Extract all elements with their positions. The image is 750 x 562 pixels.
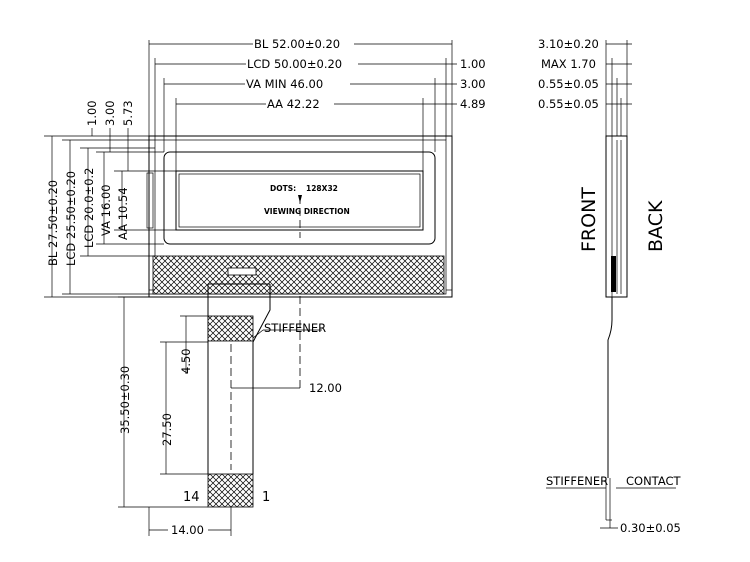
connector-slot <box>227 267 257 276</box>
back-label: BACK <box>645 200 667 252</box>
side-fpc <box>607 297 613 478</box>
dim-fpc-length: 27.50 <box>160 413 174 446</box>
dim-lcd-width: LCD 50.00±0.20 <box>247 57 342 71</box>
side-outline <box>605 135 628 298</box>
pin-14-label: 14 <box>183 490 200 505</box>
viewing-area <box>163 151 436 245</box>
contact-hatch <box>207 473 254 508</box>
dim-thickness: 3.10±0.20 <box>538 37 599 51</box>
active-area-outer <box>175 170 424 231</box>
dim-offset-va: 3.00 <box>460 77 486 91</box>
left-dimensions: BL 27.50±0.20 LCD 25.50±0.20 LCD 20.0±0.… <box>44 100 342 537</box>
dim-bl-width: BL 52.00±0.20 <box>254 37 340 51</box>
stiffener-hatch <box>207 315 254 342</box>
backlight-outline <box>148 135 453 298</box>
top-dimensions: BL 52.00±0.20 LCD 50.00±0.20 1.00 VA MIN… <box>148 37 486 171</box>
dim-top-va: 3.00 <box>103 100 117 126</box>
dim-lcd-height: LCD 25.50±0.20 <box>64 171 78 266</box>
dim-aa-width: AA 42.22 <box>267 97 320 111</box>
dim-va-width: VA MIN 46.00 <box>246 77 323 91</box>
glass-ledge-hatch <box>152 255 445 295</box>
side-tab <box>146 172 154 229</box>
dim-max: MAX 1.70 <box>541 57 596 71</box>
dim-bl-height: BL 27.50±0.20 <box>46 180 60 266</box>
dim-offset-aa: 4.89 <box>460 97 486 111</box>
dim-va-height: VA 16.00 <box>99 184 113 236</box>
dim-fpc-thickness: 0.30±0.05 <box>620 521 681 535</box>
dots-value: 128X32 <box>306 184 338 193</box>
dim-offset-lcd: 1.00 <box>460 57 486 71</box>
contact-label: CONTACT <box>626 474 682 488</box>
dim-lcd-inner: LCD 20.0±0.2 <box>82 168 96 248</box>
side-connector <box>611 256 616 292</box>
dim-aa-height: AA 10.54 <box>116 187 130 240</box>
dim-glass1: 0.55±0.05 <box>538 77 599 91</box>
dim-glass2: 0.55±0.05 <box>538 97 599 111</box>
front-view: DOTS: 128X32 VIEWING DIRECTION STIFFENER… <box>146 135 453 508</box>
viewing-direction: VIEWING DIRECTION <box>264 207 350 216</box>
stiffener-label: STIFFENER <box>264 321 326 335</box>
active-area-inner <box>178 173 421 228</box>
fpc-tail <box>207 283 271 474</box>
dim-fpc-width: 14.00 <box>171 523 204 537</box>
dots-label: DOTS: <box>270 184 296 193</box>
view-arrow <box>298 195 302 203</box>
side-view: 3.10±0.20 MAX 1.70 0.55±0.05 0.55±0.05 F… <box>538 37 682 535</box>
dim-top-lcd: 1.00 <box>85 100 99 126</box>
dim-top-aa: 5.73 <box>121 100 135 126</box>
pin-1-label: 1 <box>262 490 270 505</box>
dim-tail-to-center: 12.00 <box>309 381 342 395</box>
front-label: FRONT <box>578 187 600 252</box>
dim-total-fpc: 35.50±0.30 <box>118 366 132 434</box>
side-stiffener-label: STIFFENER <box>546 474 608 488</box>
